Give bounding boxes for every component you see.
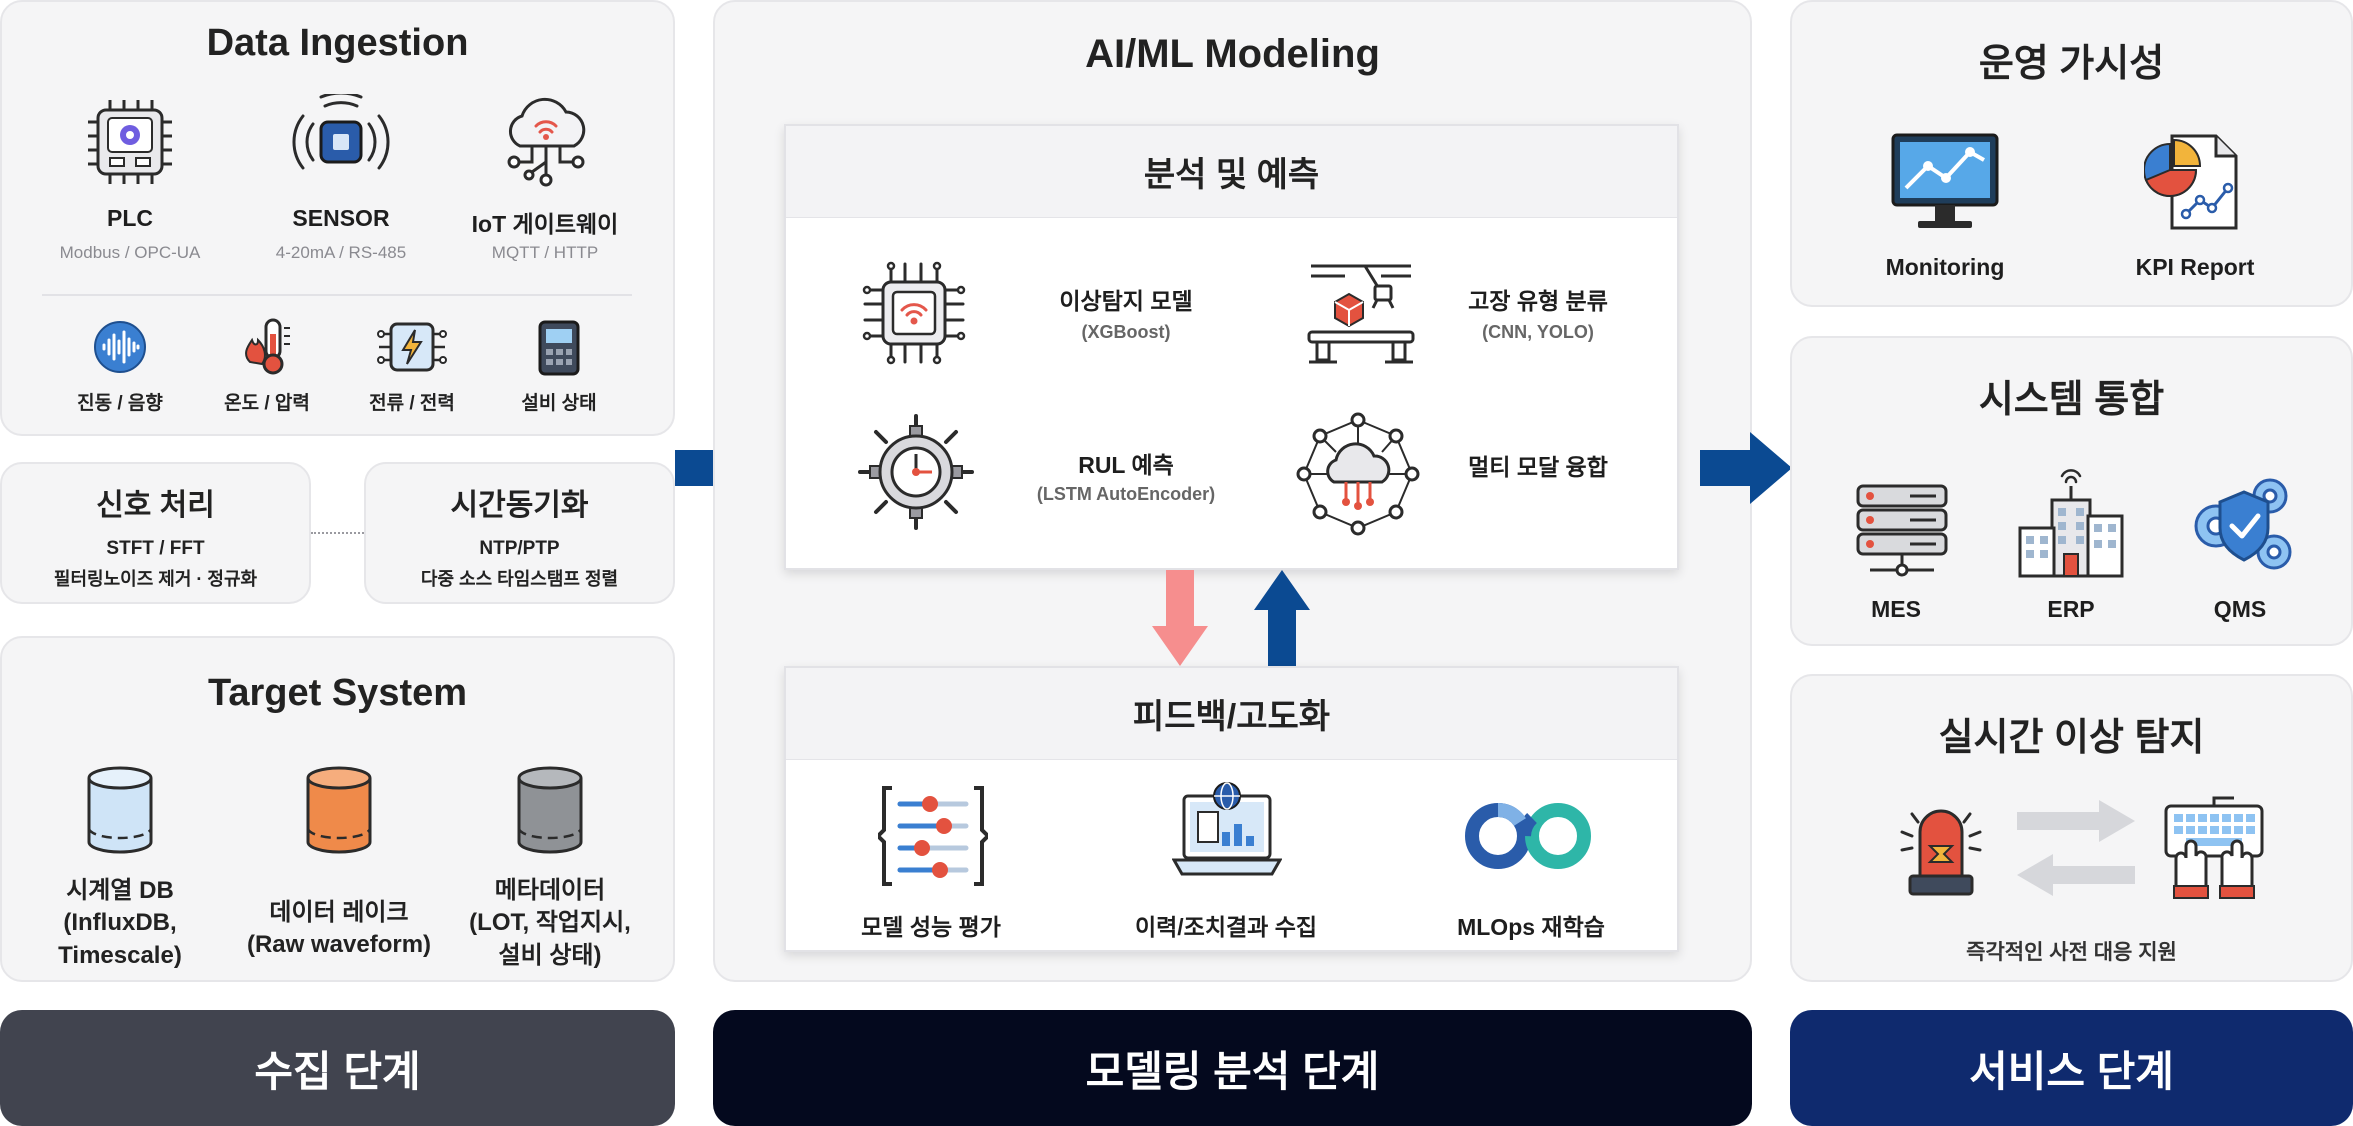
kpi-report-label: KPI Report <box>2135 254 2255 280</box>
stage-modeling: 모델링 분석 단계 <box>713 1010 1752 1126</box>
rul-prediction-name: RUL 예측 <box>1078 452 1174 478</box>
stage-service: 서비스 단계 <box>1790 1010 2353 1126</box>
cloud-network-icon <box>1296 412 1420 536</box>
sensor-label: SENSOR <box>292 205 390 231</box>
data-ingestion-panel: Data Ingestion PLC Modbus / OPC-UA <box>0 0 675 436</box>
gear-clock-icon <box>856 412 976 532</box>
infinity-loop-icon <box>1462 796 1594 876</box>
equipment-meter-icon <box>537 319 581 377</box>
failure-classification-name: 고장 유형 분류 <box>1468 288 1608 314</box>
temperature-label: 온도 / 압력 <box>224 393 310 414</box>
building-icon <box>2016 466 2126 578</box>
current-power-icon <box>377 320 447 374</box>
qms-label: QMS <box>2213 596 2267 622</box>
signal-processing-panel: 신호 처리 STFT / FFT 필터링노이즈 제거 · 정규화 <box>0 462 311 604</box>
anomaly-chip-icon <box>859 258 969 368</box>
divider <box>42 294 632 296</box>
flow-arrow-right <box>1700 432 1792 504</box>
alarm-siren-icon <box>1898 802 1984 900</box>
ai-ml-modeling-title: AI/ML Modeling <box>1085 32 1380 76</box>
robot-arm-icon <box>1305 256 1417 368</box>
feedback-down-arrow <box>1152 570 1208 666</box>
dotted-connector <box>311 532 364 534</box>
history-collection-label: 이력/조치결과 수집 <box>1134 914 1318 940</box>
rul-prediction-sub: (LSTM AutoEncoder) <box>1036 484 1216 504</box>
parameter-tuning-icon <box>878 786 988 886</box>
stage-collection: 수집 단계 <box>0 1010 675 1126</box>
realtime-caption: 즉각적인 사전 대응 지원 <box>1966 941 2177 964</box>
realtime-detection-panel: 실시간 이상 탐지 <box>1790 674 2353 982</box>
feedback-card: 피드백/고도화 모델 성능 평가 이력/조치결과 수집 <box>784 666 1679 952</box>
monitor-chart-icon <box>1890 132 2000 232</box>
iot-gateway-protocol: MQTT / HTTP <box>491 243 599 262</box>
mes-label: MES <box>1871 596 1921 622</box>
operations-visibility-panel: 운영 가시성 Monitoring KPI Report <box>1790 0 2353 307</box>
operations-visibility-title: 운영 가시성 <box>1978 43 2165 85</box>
exchange-arrow-left <box>2017 854 2135 896</box>
mlops-retrain-label: MLOps 재학습 <box>1457 914 1605 940</box>
time-sync-panel: 시간동기화 NTP/PTP 다중 소스 타임스탬프 정렬 <box>364 462 675 604</box>
sensor-protocol: 4-20mA / RS-485 <box>275 243 407 262</box>
exchange-arrow-right <box>2017 800 2135 842</box>
system-integration-title: 시스템 통합 <box>1978 379 2165 421</box>
feedback-title: 피드백/고도화 <box>786 668 1677 760</box>
signal-processing-title: 신호 처리 <box>96 489 215 522</box>
failure-classification-sub: (CNN, YOLO) <box>1482 322 1594 342</box>
thermometer-icon <box>238 316 298 376</box>
plc-protocol: Modbus / OPC-UA <box>59 243 201 262</box>
timeseries-db-label: 시계열 DB(InfluxDB,Timescale) <box>58 877 182 969</box>
iot-gateway-label: IoT 게이트웨이 <box>471 211 619 237</box>
anomaly-model-name: 이상탐지 모델 <box>1059 288 1193 314</box>
equipment-status-label: 설비 상태 <box>521 393 597 414</box>
signal-processing-line1: STFT / FFT <box>106 538 205 559</box>
analysis-prediction-title: 분석 및 예측 <box>786 126 1677 218</box>
plc-label: PLC <box>107 205 153 231</box>
signal-processing-line2: 필터링노이즈 제거 · 정규화 <box>53 569 258 589</box>
cloud-gateway-icon <box>496 88 596 188</box>
anomaly-model-sub: (XGBoost) <box>1081 322 1171 342</box>
target-system-title: Target System <box>207 672 468 714</box>
analysis-prediction-card: 분석 및 예측 이상탐지 모델 (XGBoost) <box>784 124 1679 570</box>
data-ingestion-title: Data Ingestion <box>206 22 469 64</box>
monitoring-label: Monitoring <box>1885 254 2005 280</box>
sensor-icon <box>291 94 391 190</box>
kpi-report-icon <box>2144 128 2244 232</box>
time-sync-title: 시간동기화 <box>450 489 589 522</box>
vibration-label: 진동 / 음향 <box>77 393 163 414</box>
system-integration-panel: 시스템 통합 MES <box>1790 336 2353 646</box>
shield-gears-icon <box>2190 472 2296 576</box>
realtime-detection-title: 실시간 이상 탐지 <box>1938 717 2205 759</box>
vibration-wave-icon <box>92 319 148 375</box>
keyboard-hands-icon <box>2162 794 2266 900</box>
laptop-report-icon <box>1172 782 1282 886</box>
multimodal-fusion-name: 멀티 모달 융합 <box>1468 454 1608 480</box>
server-rack-icon <box>1854 482 1950 578</box>
feedback-up-arrow <box>1254 570 1310 666</box>
time-sync-line2: 다중 소스 타임스탬프 정렬 <box>420 569 619 589</box>
time-sync-line1: NTP/PTP <box>479 538 560 559</box>
current-label: 전류 / 전력 <box>369 393 455 414</box>
performance-eval-label: 모델 성능 평가 <box>861 914 1001 940</box>
database-icon <box>305 766 373 856</box>
data-lake-label: 데이터 레이크(Raw waveform) <box>246 899 432 959</box>
erp-label: ERP <box>2047 596 2095 622</box>
target-system-panel: Target System 시계열 DB(InfluxDB,Timescale)… <box>0 636 675 982</box>
plc-chip-icon <box>84 96 176 188</box>
metadata-label: 메타데이터(LOT, 작업지시,설비 상태) <box>469 877 631 969</box>
database-icon <box>86 766 154 856</box>
database-icon <box>516 766 584 856</box>
